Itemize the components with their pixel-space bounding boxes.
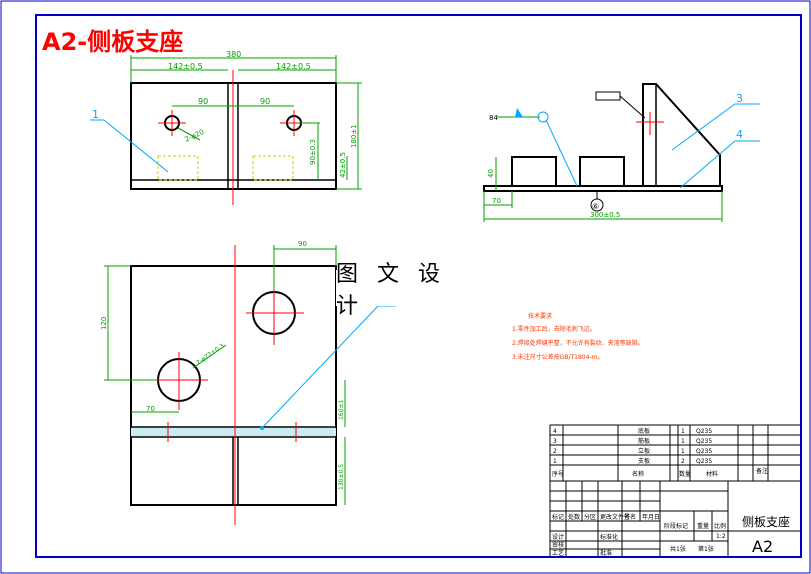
svg-text:Q235: Q235 — [696, 458, 712, 465]
svg-text:设计: 设计 — [552, 533, 564, 541]
svg-text:阶段标记: 阶段标记 — [664, 522, 688, 530]
svg-text:90: 90 — [198, 97, 208, 106]
parts-list-text: 4 底板 1 Q235 3 筋板 1 Q235 2 立板 1 Q235 1 支板… — [552, 427, 768, 478]
sheet-size: A2 — [752, 537, 773, 556]
svg-text:90: 90 — [260, 97, 270, 106]
svg-text:标准化: 标准化 — [600, 533, 618, 541]
callout-4: 4 — [736, 128, 743, 141]
side-view: ⑥ 84 40 70 300±0.5 3 4 — [483, 83, 760, 222]
svg-text:1:2: 1:2 — [716, 533, 726, 540]
svg-text:1: 1 — [553, 458, 557, 465]
svg-text:3.未注尺寸公差按GB/T1804-m。: 3.未注尺寸公差按GB/T1804-m。 — [512, 353, 603, 361]
svg-text:比例: 比例 — [714, 522, 726, 530]
svg-text:重量: 重量 — [697, 522, 709, 530]
top-view: 380 142±0.5 142±0.5 90 90 2-φ20 90±0.3 1… — [90, 50, 362, 205]
svg-text:90: 90 — [298, 240, 307, 248]
svg-text:42±0.5: 42±0.5 — [339, 152, 347, 178]
svg-text:84: 84 — [489, 114, 498, 122]
svg-text:⑥: ⑥ — [592, 202, 599, 211]
technical-requirements: 技术要求 1.零件加工后，去除毛刺飞边。 2.焊接处焊缝平整，不允许有裂纹、夹渣… — [512, 312, 644, 361]
svg-text:2: 2 — [553, 448, 557, 455]
svg-text:处数: 处数 — [568, 513, 580, 521]
svg-text:Q235: Q235 — [696, 438, 712, 445]
svg-text:120: 120 — [100, 317, 108, 330]
svg-text:审核: 审核 — [552, 541, 564, 549]
svg-text:3: 3 — [553, 438, 557, 445]
svg-text:Q235: Q235 — [696, 428, 712, 435]
svg-text:底板: 底板 — [638, 427, 650, 435]
part-name: 侧板支座 — [742, 514, 790, 529]
svg-text:筋板: 筋板 — [638, 437, 650, 445]
svg-text:180±1: 180±1 — [350, 124, 358, 148]
svg-text:90±0.3: 90±0.3 — [309, 139, 317, 165]
svg-text:标记: 标记 — [552, 513, 564, 521]
callout-3: 3 — [736, 92, 743, 105]
svg-text:2: 2 — [681, 458, 685, 465]
svg-text:142±0.5: 142±0.5 — [168, 62, 203, 71]
svg-text:160±1: 160±1 — [338, 400, 345, 420]
watermark-label: 图 文 设 计 — [336, 262, 478, 319]
svg-text:批准: 批准 — [600, 549, 612, 557]
svg-text:4: 4 — [553, 428, 557, 435]
svg-text:300±0.5: 300±0.5 — [590, 211, 620, 219]
svg-text:材料: 材料 — [706, 470, 718, 478]
inner-border — [35, 14, 802, 558]
svg-text:Q235: Q235 — [696, 448, 712, 455]
svg-text:数量: 数量 — [679, 470, 691, 478]
svg-text:1.零件加工后，去除毛刺飞边。: 1.零件加工后，去除毛刺飞边。 — [512, 325, 596, 333]
svg-text:1: 1 — [681, 448, 685, 455]
svg-text:40: 40 — [487, 169, 495, 178]
svg-text:序号: 序号 — [552, 470, 564, 478]
svg-text:1: 1 — [681, 428, 685, 435]
svg-text:70: 70 — [492, 197, 501, 205]
svg-text:更改文件号: 更改文件号 — [600, 513, 630, 521]
svg-text:2-φ22±0.3: 2-φ22±0.3 — [195, 342, 225, 366]
svg-text:2.焊接处焊缝平整，不允许有裂纹、夹渣等缺陷。: 2.焊接处焊缝平整，不允许有裂纹、夹渣等缺陷。 — [512, 339, 644, 347]
svg-text:技术要求: 技术要求 — [528, 312, 552, 320]
top-hidden-slot-left — [157, 155, 199, 181]
svg-text:130±0.5: 130±0.5 — [338, 464, 345, 490]
svg-text:立板: 立板 — [638, 447, 650, 455]
svg-text:共1张: 共1张 — [670, 545, 686, 553]
svg-text:工艺: 工艺 — [552, 549, 564, 557]
side-rib — [642, 83, 721, 187]
callout-1: 1 — [92, 108, 99, 121]
svg-text:380: 380 — [226, 50, 241, 59]
svg-text:第1张: 第1张 — [698, 545, 714, 553]
svg-text:分区: 分区 — [584, 513, 596, 521]
svg-text:142±0.5: 142±0.5 — [276, 62, 311, 71]
svg-text:支板: 支板 — [638, 457, 650, 465]
svg-text:2-φ20: 2-φ20 — [183, 128, 205, 144]
svg-text:名称: 名称 — [632, 470, 644, 478]
svg-text:年月日: 年月日 — [642, 513, 660, 521]
svg-text:1: 1 — [681, 438, 685, 445]
svg-text:70: 70 — [146, 405, 155, 413]
top-hidden-slot-right — [252, 155, 294, 181]
svg-text:签名: 签名 — [624, 513, 636, 521]
front-weld-hatch — [131, 428, 336, 436]
title-block-text: 标记 处数 分区 更改文件号 签名 年月日 设计 标准化 审核 工艺 批准 阶段… — [552, 513, 790, 557]
title-block — [550, 481, 800, 557]
drawing-title: A2-侧板支座 — [42, 28, 183, 56]
svg-text:备注: 备注 — [756, 467, 768, 475]
